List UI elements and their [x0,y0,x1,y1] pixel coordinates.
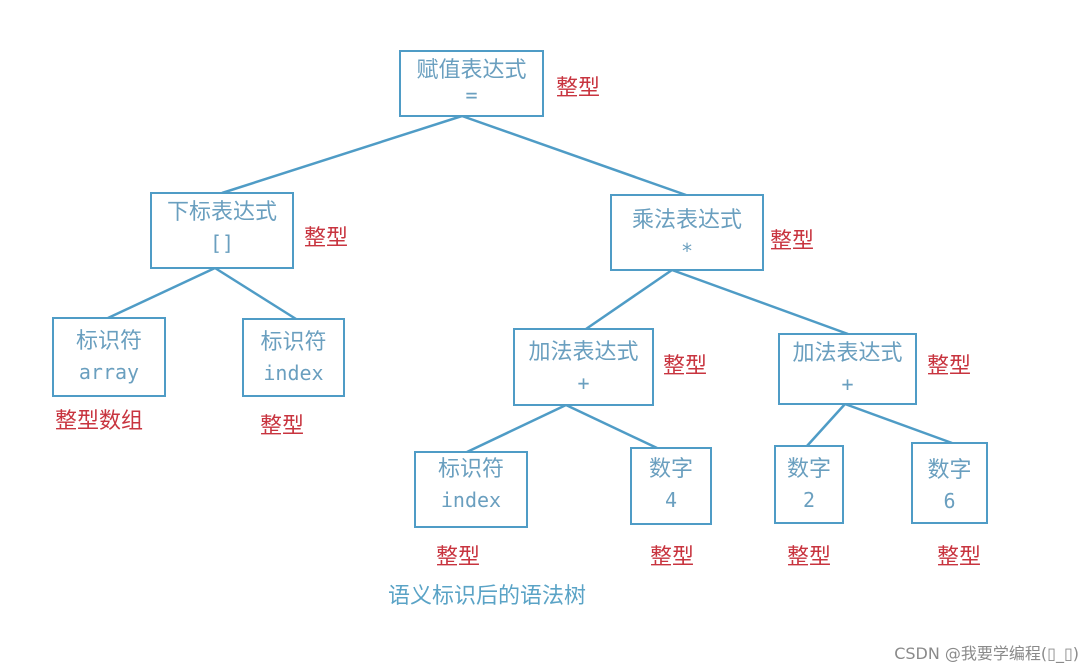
node-operator: array [78,360,140,384]
node-operator: 2 [802,488,816,512]
type-annotation: 整型 [436,545,481,570]
edge-add1-index [466,403,567,454]
type-annotation: 整型 [787,545,832,570]
node-number-4: 数字 4 [630,447,712,525]
edge-add2-num2 [806,403,846,447]
node-operator: + [841,372,854,396]
node-identifier-index-2: 标识符 index [414,451,528,528]
node-operator: 6 [943,489,956,513]
edge-mul-add1 [585,268,673,331]
node-identifier-index: 标识符 index [242,318,345,397]
node-label: 标识符 [75,329,142,354]
node-assign-expression: 赋值表达式 = [399,50,544,117]
type-annotation: 整型 [260,414,305,439]
node-operator: index [263,361,324,385]
edge-subscript-index [214,266,297,321]
node-label: 数字 [927,458,972,483]
node-label: 乘法表达式 [631,208,742,233]
node-operator: = [465,83,478,107]
type-annotation: 整型 [770,229,815,254]
node-add-expression-2: 加法表达式 + [778,333,917,405]
type-annotation: 整型 [937,545,982,570]
node-label: 加法表达式 [792,341,903,366]
node-operator: 4 [664,488,678,512]
node-multiply-expression: 乘法表达式 * [610,194,764,271]
node-operator: * [680,239,694,263]
node-label: 数字 [786,457,831,482]
type-annotation: 整型 [927,354,972,379]
type-annotation: 整型 [663,354,708,379]
node-number-6: 数字 6 [911,442,988,524]
node-add-expression-1: 加法表达式 + [513,328,654,406]
type-annotation: 整型 [304,226,349,251]
node-operator: index [440,488,502,512]
node-operator: + [577,371,590,395]
node-label: 下标表达式 [166,200,277,225]
node-label: 标识符 [437,457,504,482]
edge-add1-num4 [565,403,658,450]
node-number-2: 数字 2 [774,445,844,524]
type-annotation: 整型数组 [55,409,144,434]
edge-add2-num6 [844,402,953,445]
edge-mul-add2 [671,268,849,336]
node-label: 数字 [648,457,693,482]
type-annotation: 整型 [650,545,695,570]
node-identifier-array: 标识符 array [52,317,166,397]
node-subscript-expression: 下标表达式 [] [150,192,294,269]
node-label: 赋值表达式 [416,58,527,83]
node-operator: [] [209,231,235,255]
edge-subscript-array [107,266,216,320]
type-annotation: 整型 [556,76,601,101]
node-label: 标识符 [260,330,327,355]
edge-assign-mul [461,114,687,197]
node-label: 加法表达式 [528,340,639,365]
edge-assign-subscript [221,114,463,195]
watermark: CSDN @我要学编程(▯_▯) [894,644,1079,663]
diagram-caption: 语义标识后的语法树 [388,584,587,609]
